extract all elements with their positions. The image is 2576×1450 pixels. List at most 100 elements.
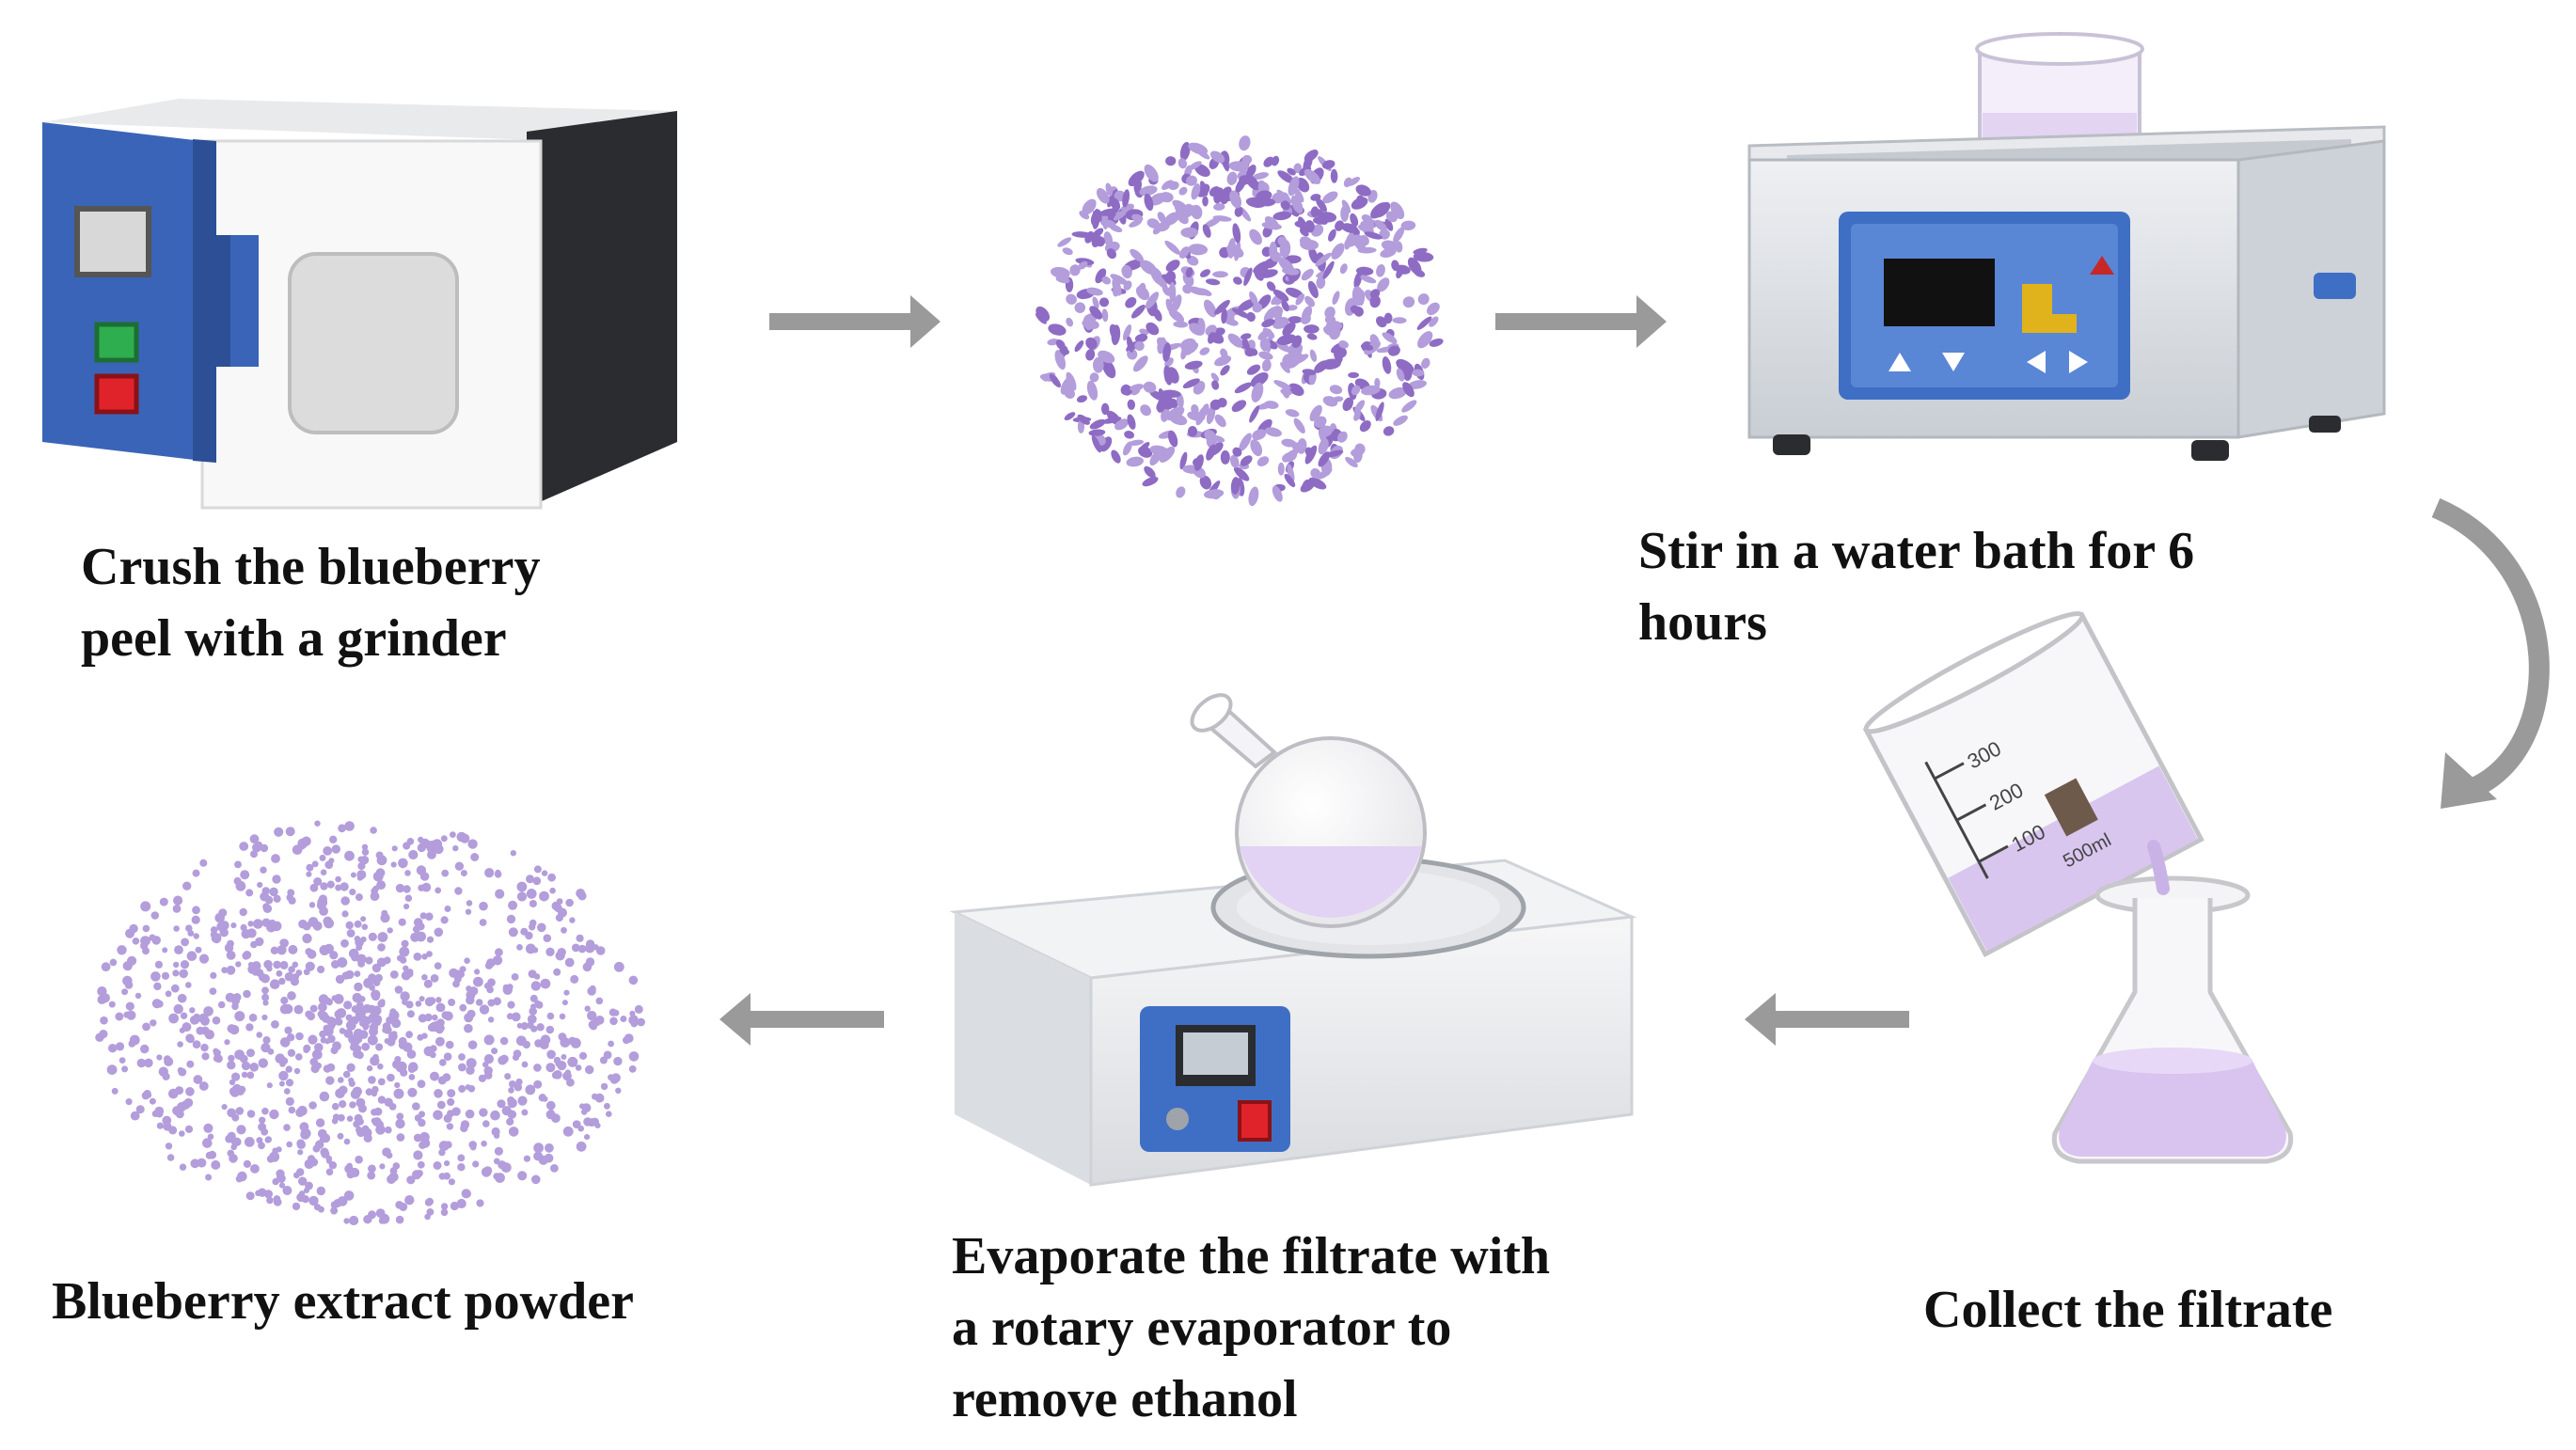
peel-flake (1186, 175, 1197, 186)
peel-flake (1309, 349, 1318, 362)
powder-particle (240, 870, 250, 880)
powder-particle (517, 1095, 528, 1106)
peel-flake (1144, 193, 1154, 212)
powder-particle (239, 1054, 248, 1064)
powder-particle (207, 1133, 214, 1141)
powder-particle (433, 1110, 443, 1121)
peel-flake (1165, 260, 1180, 272)
powder-particle (201, 1052, 210, 1061)
peel-flake (1168, 181, 1179, 191)
powder-particle (338, 1077, 344, 1083)
powder-particle (200, 1043, 209, 1052)
peel-flake (1300, 481, 1315, 493)
powder-particle (288, 966, 295, 973)
powder-particle (609, 1017, 618, 1026)
powder-particle (228, 1054, 235, 1063)
powder-particle (515, 1035, 527, 1047)
powder-particle (261, 1043, 271, 1053)
peel-flake (1429, 316, 1439, 327)
powder-particle (425, 912, 434, 921)
powder-particle (495, 889, 505, 899)
peel-flake (1164, 240, 1181, 255)
peel-flake (1272, 211, 1292, 221)
powder-particle (140, 1044, 150, 1054)
powder-particle (584, 1005, 591, 1012)
powder-particle (387, 927, 393, 934)
powder-particle (343, 1218, 350, 1224)
powder-particle (408, 1062, 419, 1072)
powder-particle (357, 1015, 365, 1023)
powder-particle (349, 1101, 356, 1109)
peel-flake (1304, 324, 1320, 334)
powder-particle (192, 1040, 201, 1048)
powder-particle (366, 1064, 373, 1072)
powder-particle (367, 1034, 378, 1046)
peel-flake (1134, 340, 1145, 352)
peel-flake (1331, 243, 1345, 260)
peel-flake (1304, 168, 1321, 184)
crushed-peel-cluster (1035, 135, 1444, 507)
powder-particle (567, 1056, 578, 1067)
powder-particle (181, 938, 190, 947)
peel-flake (1370, 202, 1388, 219)
powder-particle (134, 992, 142, 1000)
powder-particle (309, 883, 319, 892)
powder-particle (474, 969, 481, 975)
peel-flake (1354, 400, 1366, 414)
powder-particle (613, 961, 624, 972)
powder-particle (490, 1110, 500, 1121)
powder-particle (346, 929, 356, 938)
peel-flake (1281, 300, 1289, 312)
powder-particle (393, 1088, 404, 1099)
peel-flake (1257, 328, 1272, 340)
peel-flake (1049, 373, 1061, 388)
powder-particle (475, 999, 483, 1006)
powder-particle (166, 1154, 175, 1161)
peel-flake (1109, 224, 1123, 233)
powder-particle (553, 1070, 562, 1080)
powder-particle (533, 1143, 544, 1154)
peel-flake (1280, 361, 1290, 373)
powder-particle (419, 1111, 425, 1118)
peel-flake (1332, 291, 1340, 306)
powder-particle (121, 988, 129, 996)
powder-particle (345, 1014, 353, 1021)
powder-particle (423, 979, 433, 988)
peel-flake (1239, 433, 1252, 451)
powder-particle (237, 1171, 247, 1182)
peel-flake (1392, 317, 1407, 324)
powder-particle (543, 934, 552, 942)
peel-flake (1264, 427, 1282, 437)
powder-particle (508, 1087, 514, 1094)
peel-flake (1211, 435, 1225, 443)
powder-particle (296, 1168, 305, 1176)
powder-particle (211, 1159, 221, 1170)
peel-flake (1176, 486, 1186, 498)
peel-flake (1401, 400, 1417, 413)
peel-flake (1248, 486, 1259, 507)
powder-particle (182, 1022, 192, 1032)
powder-particle (354, 982, 363, 992)
peel-flake (1279, 239, 1291, 259)
powder-particle (179, 969, 188, 979)
peel-flake (1112, 278, 1122, 296)
powder-particle (375, 851, 384, 859)
peel-flake (1110, 274, 1129, 286)
peel-flake (1304, 445, 1318, 465)
caption-powder-line-1: Blueberry extract powder (52, 1272, 634, 1331)
powder-particle (235, 961, 242, 968)
powder-particle (234, 860, 242, 869)
powder-particle (319, 1136, 326, 1143)
powder-particle (388, 1103, 397, 1111)
powder-particle (356, 1097, 366, 1108)
powder-particle (628, 1051, 640, 1062)
peel-flake (1234, 382, 1252, 394)
powder-particle (290, 977, 299, 986)
powder-particle (298, 1176, 308, 1186)
arrow-curved-down (2431, 497, 2550, 809)
powder-particle (418, 836, 424, 843)
powder-particle (604, 1102, 610, 1110)
water-bath (1747, 32, 2386, 461)
peel-flake (1271, 251, 1282, 262)
powder-particle (571, 943, 580, 953)
